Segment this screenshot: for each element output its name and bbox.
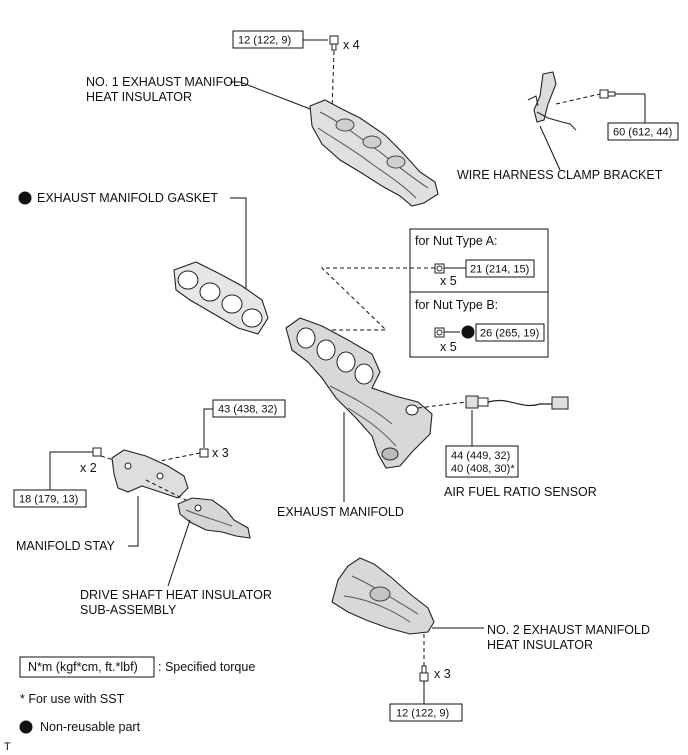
- nut-type-b-label: for Nut Type B:: [415, 298, 498, 312]
- drive-shaft-heat-insulator: [177, 497, 251, 539]
- figure-code: T: [4, 741, 11, 753]
- no1-heat-insulator: [309, 99, 439, 207]
- no1-insulator-label-1: NO. 1 EXHAUST MANIFOLD: [86, 75, 249, 89]
- exhaust-manifold: [285, 317, 433, 469]
- bottom-torque-value: 12 (122, 9): [396, 708, 449, 720]
- top-bolt-qty: x 4: [343, 38, 360, 52]
- legend: N*m (kgf*cm, ft.*lbf) : Specified torque…: [19, 656, 255, 734]
- wire-harness-clamp-bracket: 60 (612, 44) WIRE HARNESS CLAMP BRACKET: [457, 71, 679, 182]
- top-bolt-icon: [329, 35, 339, 51]
- manifold-stay-label: MANIFOLD STAY: [16, 539, 116, 553]
- exhaust-manifold-label: EXHAUST MANIFOLD: [277, 505, 404, 519]
- nut-b-icon: [434, 327, 445, 338]
- nut-a-icon: [434, 263, 445, 274]
- legend-torque-box: [19, 656, 155, 678]
- stay-small-qty: x 2: [80, 461, 97, 475]
- stay-torque-value: 43 (438, 32): [218, 404, 277, 416]
- drive-shaft-label-2: SUB-ASSEMBLY: [80, 603, 177, 617]
- nut-a-torque-box: [465, 259, 535, 278]
- non-reusable-mark-nut-b: [461, 325, 475, 339]
- non-reusable-mark-gasket: [18, 191, 32, 205]
- nut-type-a-label: for Nut Type A:: [415, 234, 497, 248]
- legend-torque-desc: : Specified torque: [158, 660, 255, 674]
- exhaust-manifold-gasket: [173, 261, 269, 335]
- stay-bolt-icon: [199, 448, 209, 458]
- nut-b-torque-value: 26 (265, 19): [480, 328, 539, 340]
- sensor-torque-box: [445, 445, 519, 478]
- bottom-torque-callout: x 3 12 (122, 9): [389, 665, 463, 722]
- stay-small-bolt-icon: [92, 447, 102, 457]
- bracket-torque-box: [607, 122, 679, 141]
- stay-small-torque-value: 18 (179, 13): [19, 494, 78, 506]
- stay-small-callout: x 2 18 (179, 13): [13, 447, 121, 508]
- gasket-label: EXHAUST MANIFOLD GASKET: [37, 191, 218, 205]
- legend-non-reusable: Non-reusable part: [40, 720, 141, 734]
- stay-small-torque-box: [13, 489, 87, 508]
- bracket-bolt-icon: [599, 89, 616, 99]
- bottom-bolt-qty: x 3: [434, 667, 451, 681]
- top-torque-callout: 12 (122, 9) x 4: [232, 30, 360, 111]
- legend-non-reusable-icon: [19, 720, 33, 734]
- nut-type-box: for Nut Type A: 21 (214, 15) x 5 for Nut…: [409, 228, 549, 358]
- af-sensor-label: AIR FUEL RATIO SENSOR: [444, 485, 597, 499]
- no2-insulator-label-2: HEAT INSULATOR: [487, 638, 593, 652]
- no2-insulator-label-1: NO. 2 EXHAUST MANIFOLD: [487, 623, 650, 637]
- nut-b-torque-box: [475, 323, 545, 342]
- no1-insulator-label-2: HEAT INSULATOR: [86, 90, 192, 104]
- wire-harness-bracket-label: WIRE HARNESS CLAMP BRACKET: [457, 168, 663, 182]
- nut-a-torque-value: 21 (214, 15): [470, 264, 529, 276]
- nut-a-qty: x 5: [440, 274, 457, 288]
- legend-sst-note: * For use with SST: [20, 692, 125, 706]
- no2-heat-insulator: [331, 557, 435, 635]
- drive-shaft-label-1: DRIVE SHAFT HEAT INSULATOR: [80, 588, 272, 602]
- top-torque-value: 12 (122, 9): [238, 35, 291, 47]
- bottom-bolt-icon: [419, 665, 429, 682]
- nut-b-qty: x 5: [440, 340, 457, 354]
- sensor-torque-value-1: 44 (449, 32): [451, 450, 510, 462]
- bottom-torque-box: [389, 703, 463, 722]
- stay-bolt-qty: x 3: [212, 446, 229, 460]
- legend-torque-format: N*m (kgf*cm, ft.*lbf): [28, 660, 138, 674]
- sensor-torque-value-2: 40 (408, 30)*: [451, 463, 515, 475]
- stay-bolts-callout: 43 (438, 32) x 3: [139, 399, 286, 466]
- manifold-stay: [111, 449, 189, 501]
- air-fuel-ratio-sensor: 44 (449, 32) 40 (408, 30)*: [417, 395, 569, 478]
- bracket-torque-value: 60 (612, 44): [613, 127, 672, 139]
